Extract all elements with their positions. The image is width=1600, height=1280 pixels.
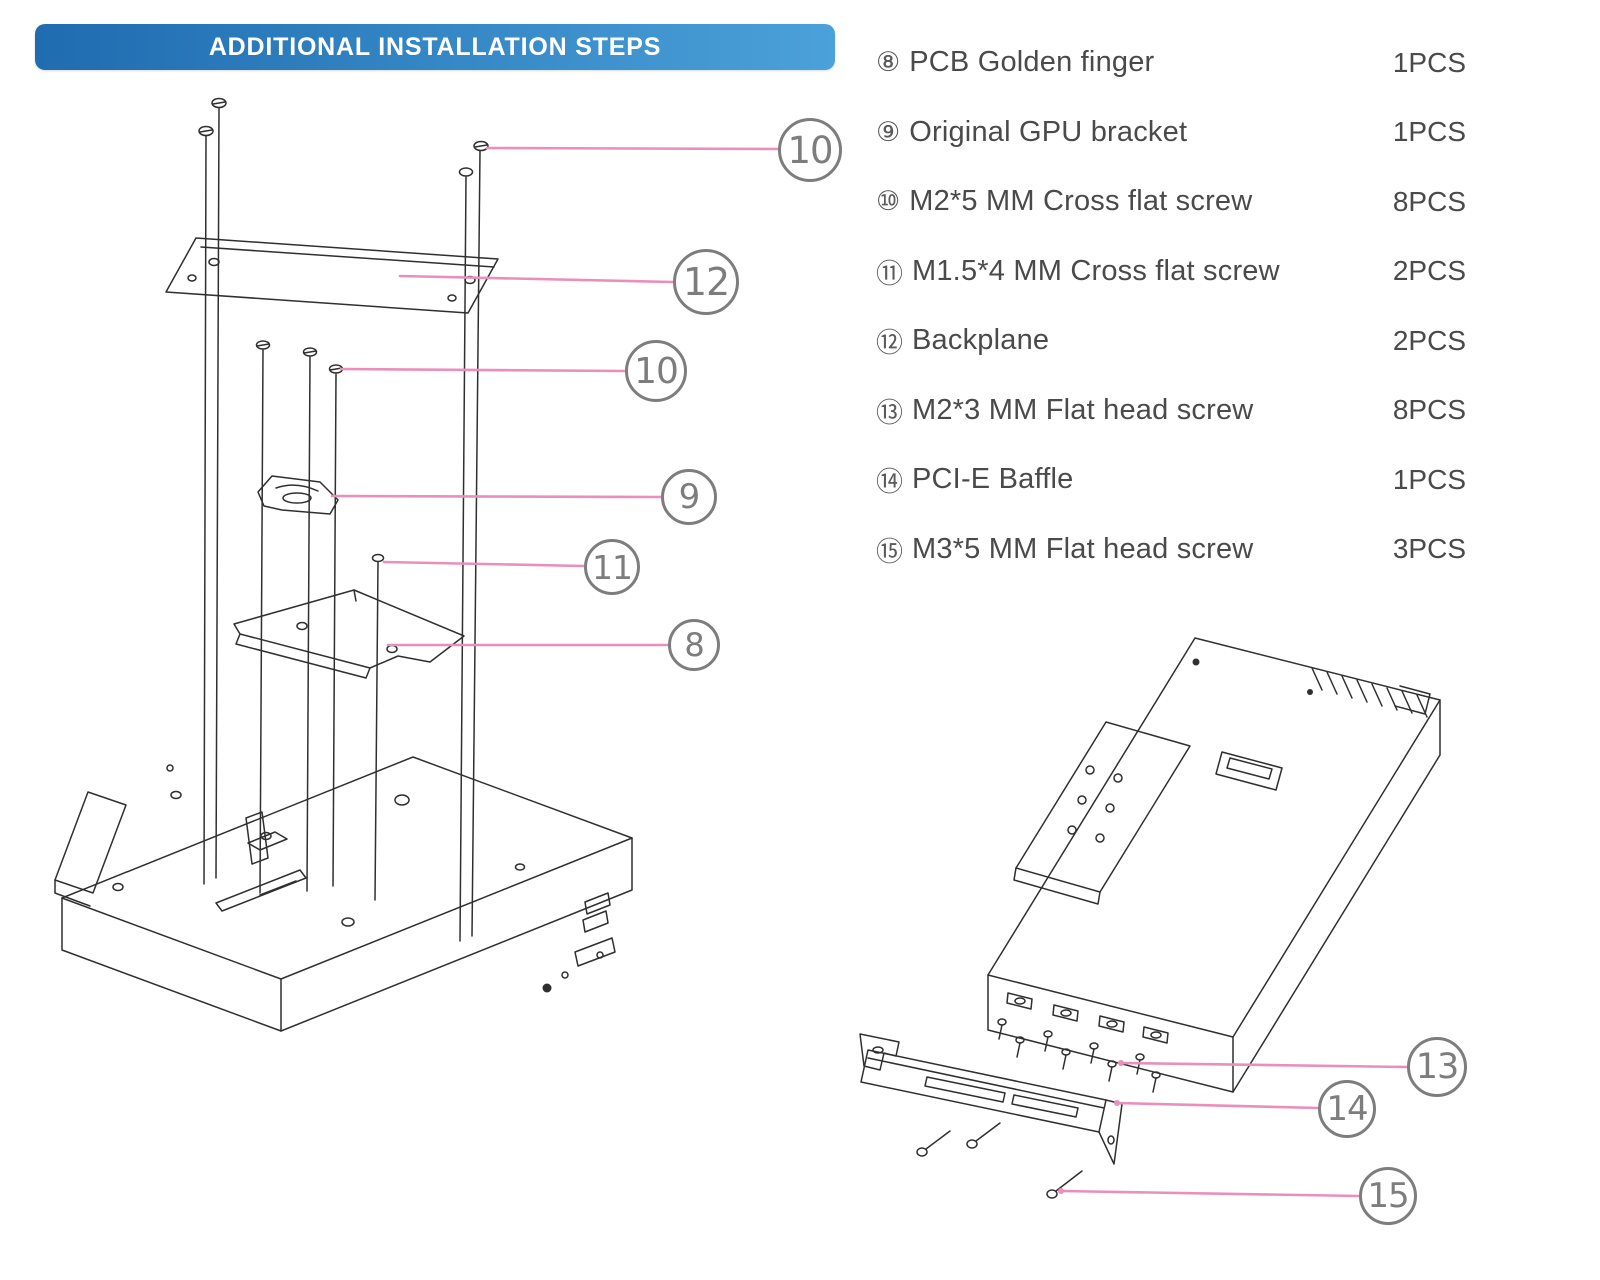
callout-label: 10 <box>787 128 833 172</box>
backplane-part <box>165 237 499 314</box>
part-qty: 2PCS <box>1392 324 1466 356</box>
part-label: M2*5 MM Cross flat screw <box>909 185 1253 218</box>
callout-12: 12 <box>673 249 739 315</box>
part-label: Backplane <box>912 324 1050 357</box>
part-number-badge: ⑧ <box>876 47 901 79</box>
part-qty: 8PCS <box>1392 185 1466 217</box>
section-banner: ADDITIONAL INSTALLATION STEPS <box>35 24 835 70</box>
callout-8: 8 <box>668 619 720 671</box>
part-qty: 8PCS <box>1392 394 1466 426</box>
leader-lines <box>330 146 1409 1198</box>
part-qty: 1PCS <box>1392 463 1466 495</box>
callout-label: 8 <box>684 626 704 664</box>
part-number-badge: ⑨ <box>876 116 901 148</box>
exploded-view-drawing <box>54 97 633 1032</box>
leader-line <box>339 367 627 373</box>
part-label: Original GPU bracket <box>909 115 1188 148</box>
callout-10-second: 10 <box>625 340 687 402</box>
part-label: M1.5*4 MM Cross flat screw <box>912 254 1280 287</box>
pcie-baffle-part <box>859 1033 1123 1165</box>
parts-list: ⑧ PCB Golden finger 1PCS ⑨ Original GPU … <box>876 28 1466 584</box>
part-qty: 2PCS <box>1392 255 1466 287</box>
part-qty: 3PCS <box>1392 533 1466 565</box>
part-qty: 1PCS <box>1392 116 1466 148</box>
callout-label: 14 <box>1326 1089 1368 1129</box>
screw-long <box>471 140 489 937</box>
part-row: ⑫ Backplane 2PCS <box>876 306 1466 376</box>
screw-long <box>255 340 271 894</box>
mounting-plate <box>1013 721 1191 905</box>
part-label: M2*3 MM Flat head screw <box>912 393 1254 426</box>
section-title: ADDITIONAL INSTALLATION STEPS <box>208 32 662 61</box>
top-slot <box>1215 751 1283 791</box>
part-row: ⑧ PCB Golden finger 1PCS <box>876 28 1466 98</box>
part-number-badge: ⑭ <box>876 467 903 499</box>
callout-label: 15 <box>1367 1176 1409 1216</box>
callout-9: 9 <box>661 469 717 525</box>
assembled-body <box>987 637 1441 1093</box>
part-row: ⑪ M1.5*4 MM Cross flat screw 2PCS <box>876 237 1466 307</box>
part-number-badge: ⑩ <box>876 186 901 218</box>
small-screws <box>997 1018 1161 1093</box>
screw-short <box>371 553 385 901</box>
part-row: ⑨ Original GPU bracket 1PCS <box>876 98 1466 168</box>
part-number-badge: ⑪ <box>876 258 903 290</box>
callout-14: 14 <box>1318 1080 1376 1138</box>
callout-label: 9 <box>678 477 701 517</box>
callout-13: 13 <box>1407 1037 1467 1097</box>
leader-line <box>330 494 663 499</box>
leader-line <box>1115 1101 1320 1110</box>
part-label: M3*5 MM Flat head screw <box>912 532 1254 565</box>
screw-long <box>302 347 318 892</box>
part-number-badge: ⑮ <box>876 536 903 568</box>
callout-label: 12 <box>682 260 730 304</box>
part-label: PCI-E Baffle <box>912 463 1074 496</box>
part-row: ⑮ M3*5 MM Flat head screw 3PCS <box>876 515 1466 585</box>
part-row: ⑭ PCI-E Baffle 1PCS <box>876 445 1466 515</box>
baffle-screws <box>916 1122 1083 1199</box>
part-number-badge: ⑫ <box>876 328 903 360</box>
screw-long <box>198 125 214 885</box>
leader-line <box>1119 1061 1409 1069</box>
gpu-block-body <box>54 756 633 1032</box>
screw-long <box>211 97 227 879</box>
callout-15: 15 <box>1359 1167 1417 1225</box>
front-ports <box>1006 992 1169 1044</box>
part-row: ⑬ M2*3 MM Flat head screw 8PCS <box>876 376 1466 446</box>
callout-11: 11 <box>584 539 640 595</box>
leader-line <box>485 146 780 151</box>
callout-label: 11 <box>592 547 633 587</box>
part-number-badge: ⑬ <box>876 397 903 429</box>
callout-label: 10 <box>634 350 679 392</box>
callout-label: 13 <box>1415 1047 1460 1087</box>
part-row: ⑩ M2*5 MM Cross flat screw 8PCS <box>876 167 1466 237</box>
leader-line <box>1059 1189 1361 1198</box>
screw-long <box>458 167 474 942</box>
gpu-bracket-part <box>257 475 339 515</box>
screw-long <box>328 364 344 887</box>
part-qty: 1PCS <box>1392 46 1466 78</box>
part-label: PCB Golden finger <box>909 46 1155 79</box>
pcb-golden-finger-part <box>233 589 465 679</box>
callout-10: 10 <box>778 118 842 182</box>
leader-line <box>398 274 675 284</box>
assembled-view-drawing <box>859 637 1441 1199</box>
leader-line <box>382 560 586 568</box>
